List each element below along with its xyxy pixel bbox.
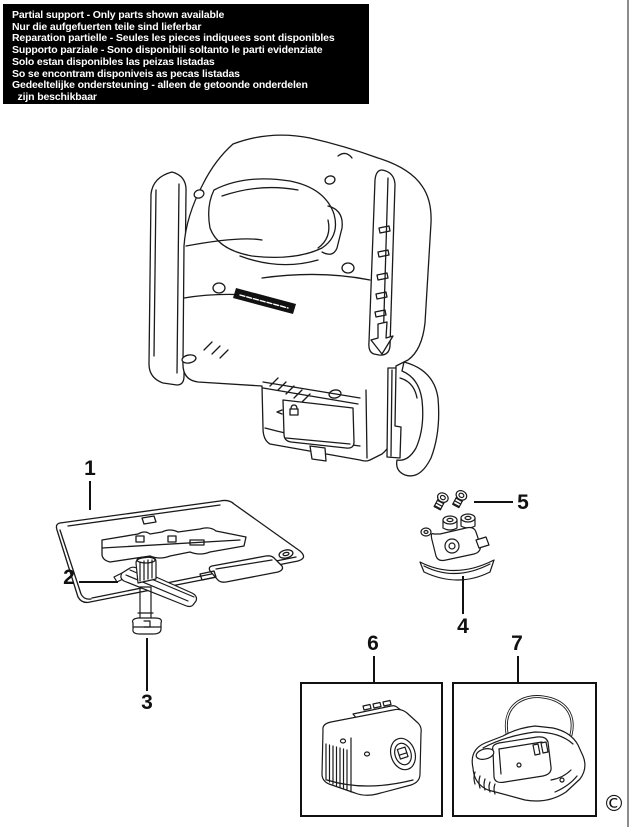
callout-2: 2 [63,566,75,589]
notice-box: Partial support - Only parts shown avail… [3,4,369,104]
callout-5: 5 [517,491,529,514]
notice-line-it: Supporto parziale - Sono disponibili sol… [12,44,323,57]
brand-label-band [233,288,296,314]
leader-line-5 [474,501,513,503]
charger-box [452,682,597,817]
charger-drawing [471,695,586,802]
down-arrow-icon [370,321,394,355]
leader-line-7 [517,656,519,682]
battery-drawing [321,699,422,796]
copyright-symbol: © [603,792,625,817]
leader-line-2 [79,581,118,583]
lock-icon [276,404,299,416]
clamp-screw-drawing [131,586,162,635]
callout-6: 6 [367,632,379,655]
callout-3: 3 [141,691,153,714]
blade-clamp-drawing [113,556,198,608]
callout-7: 7 [511,632,523,655]
roller-bracket-drawing [419,513,495,581]
notice-line-pt: So se encontram disponiveis as pecas lis… [12,67,240,80]
screws-drawing [433,490,468,511]
battery-box [300,682,443,817]
notice-line-nl: Gedeeltelijke ondersteuning - alleen de … [12,79,308,92]
leader-line-1 [89,481,91,510]
notice-line-de: Nur die aufgefuerten teile sind lieferba… [12,20,202,33]
callout-4: 4 [457,615,469,638]
notice-line-nl2: zijn beschikbaar [12,90,97,103]
notice-line-en: Partial support - Only parts shown avail… [12,9,225,21]
notice-line-es: Solo estan disponibles las peizas listad… [12,55,215,68]
leader-line-4 [462,576,464,614]
jigsaw-drawing [148,134,440,477]
leader-line-3 [146,638,148,691]
notice-line-fr: Reparation partielle - Seules les pieces… [12,32,335,45]
callout-1: 1 [84,457,96,480]
leader-line-6 [373,656,375,682]
right-edge-line [627,0,629,827]
